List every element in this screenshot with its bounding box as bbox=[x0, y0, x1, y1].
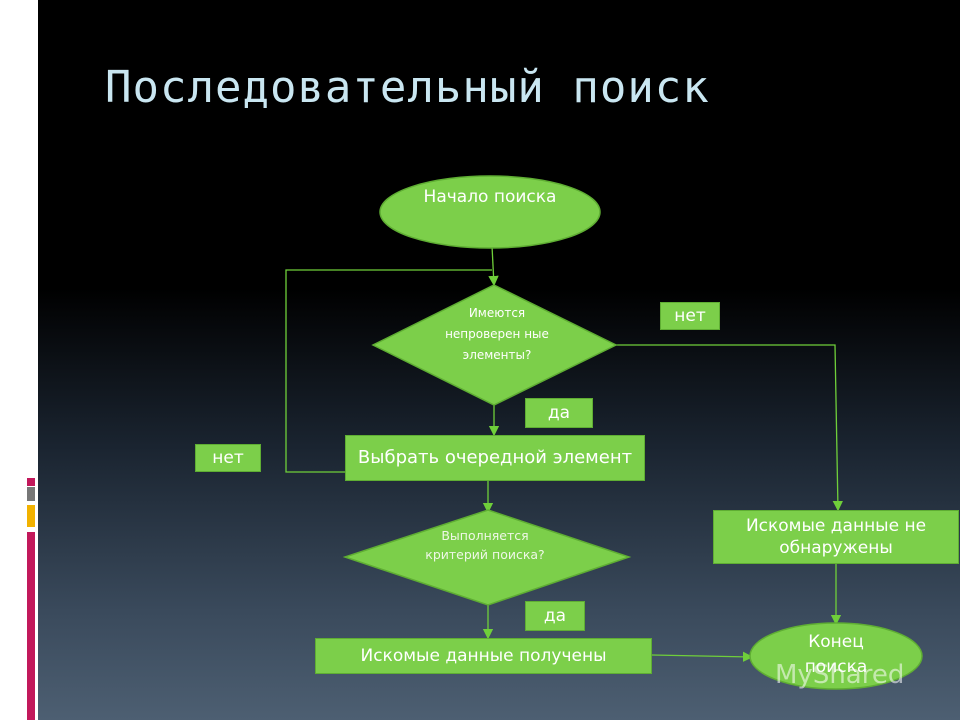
start-terminator bbox=[379, 175, 601, 249]
connector-found-end bbox=[651, 651, 754, 663]
slide-title: Последовательный поиск bbox=[105, 62, 710, 113]
decision2-diamond bbox=[342, 509, 632, 606]
label-yes-first: да bbox=[525, 398, 593, 428]
accent-stripe-pink bbox=[27, 478, 35, 486]
decision1-text: Имеются непроверен ные элементы? bbox=[445, 306, 549, 362]
start-text: Начало поиска bbox=[423, 187, 557, 207]
decision1-diamond bbox=[371, 284, 618, 406]
accent-stripe-yellow bbox=[27, 505, 35, 527]
end-terminator bbox=[749, 622, 923, 690]
process-select-element: Выбрать очередной элемент bbox=[345, 435, 645, 481]
connector-decision1-notfound bbox=[615, 344, 844, 512]
accent-stripe-gray bbox=[27, 487, 35, 501]
connector-start-decision1 bbox=[488, 245, 499, 287]
connector-loop-back bbox=[285, 269, 492, 473]
end-text: Конец поиска bbox=[804, 632, 868, 677]
label-no-left: нет bbox=[195, 444, 261, 472]
label-yes-second: да bbox=[525, 601, 585, 631]
process-not-found: Искомые данные не обнаружены bbox=[713, 510, 959, 564]
accent-stripe-magenta bbox=[27, 532, 35, 720]
decision2-text: Выполняется критерий поиска? bbox=[425, 528, 545, 562]
process-found: Искомые данные получены bbox=[315, 638, 652, 674]
label-no-top: нет bbox=[660, 302, 720, 330]
watermark: MyShared bbox=[775, 660, 905, 690]
